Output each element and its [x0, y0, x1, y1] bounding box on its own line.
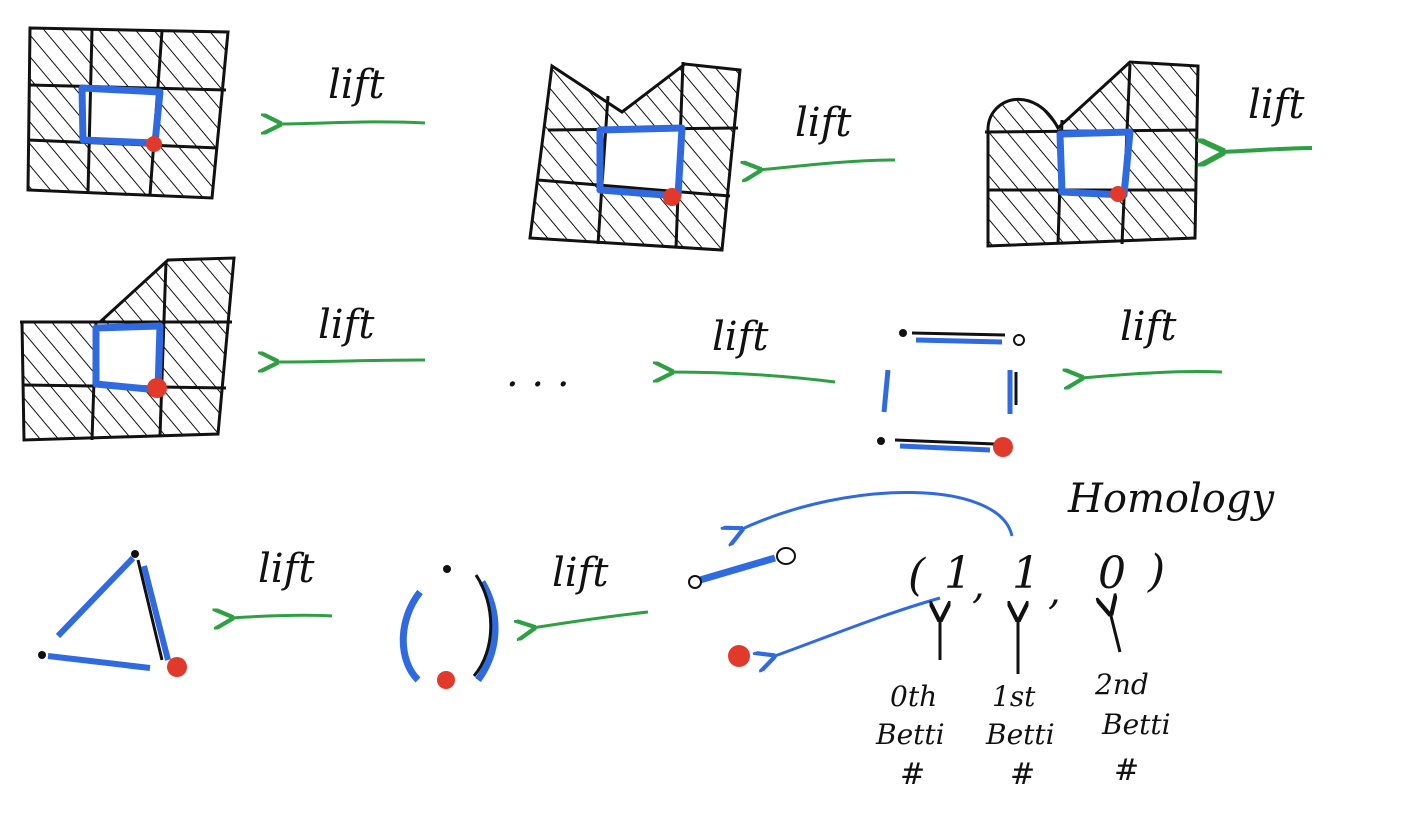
basepoint-dot	[728, 645, 750, 667]
lift-label: lift	[552, 550, 609, 596]
basepoint-dot	[167, 657, 187, 677]
betti-1-label: 1st Betti #	[985, 680, 1055, 792]
grid-complex-2	[528, 61, 742, 252]
svg-text:2nd: 2nd	[1094, 668, 1149, 701]
lift-arrow-5: lift	[670, 314, 836, 384]
grid-complex-1	[26, 26, 230, 200]
grid-complex-3	[984, 60, 1200, 248]
lift-arrow-8: lift	[532, 550, 649, 628]
lift-label: lift	[795, 100, 852, 146]
svg-text:#: #	[1010, 757, 1035, 792]
edge-and-point	[688, 547, 796, 667]
svg-text:0th: 0th	[890, 680, 937, 713]
svg-text:1st: 1st	[992, 680, 1036, 713]
blue-arrow-to-point	[772, 596, 941, 657]
lift-label: lift	[318, 302, 375, 348]
up-arrow-2	[1110, 612, 1122, 653]
svg-text:1: 1	[1012, 548, 1040, 599]
lift-label: lift	[258, 546, 315, 592]
betti-tuple: ( 1 , 1 , 0 )	[908, 546, 1165, 614]
basepoint-dot	[437, 671, 455, 689]
svg-text:(: (	[908, 550, 926, 601]
blue-arrow-to-edge	[740, 490, 1014, 536]
lift-arrow-4: lift	[275, 302, 426, 362]
svg-text:): )	[1147, 546, 1165, 597]
svg-text:#: #	[1114, 753, 1139, 788]
svg-text:Betti: Betti	[1101, 708, 1171, 741]
lift-arrow-3: lift	[1220, 82, 1313, 152]
svg-text:,: ,	[1048, 568, 1061, 614]
basepoint-dot	[147, 378, 167, 398]
svg-text:,: ,	[972, 562, 985, 608]
ellipsis: . . .	[506, 350, 570, 396]
lift-arrow-6: lift	[1080, 304, 1223, 378]
basepoint-dot	[1110, 186, 1126, 202]
two-arc-loop	[399, 565, 499, 689]
basepoint-dot	[146, 136, 162, 152]
betti-0-label: 0th Betti #	[875, 680, 945, 792]
basepoint-dot	[993, 437, 1013, 457]
svg-text:1: 1	[944, 548, 972, 599]
lift-label: lift	[1248, 82, 1305, 128]
lift-arrow-2: lift	[758, 100, 896, 170]
lift-arrow-1: lift	[278, 62, 426, 124]
square-loop	[877, 329, 1025, 457]
triangle-loop	[38, 550, 187, 677]
lift-arrow-7: lift	[230, 546, 333, 618]
svg-text:Betti: Betti	[875, 718, 945, 751]
svg-text:#: #	[900, 757, 925, 792]
basepoint-dot	[663, 188, 681, 206]
homology-title: Homology	[1067, 476, 1275, 522]
lift-label: lift	[1120, 304, 1177, 350]
lift-label: lift	[328, 62, 385, 108]
svg-text:Betti: Betti	[985, 718, 1055, 751]
lift-label: lift	[712, 314, 769, 360]
betti-2-label: 2nd Betti #	[1094, 668, 1171, 788]
grid-complex-4	[20, 256, 236, 442]
svg-text:0: 0	[1098, 548, 1126, 599]
